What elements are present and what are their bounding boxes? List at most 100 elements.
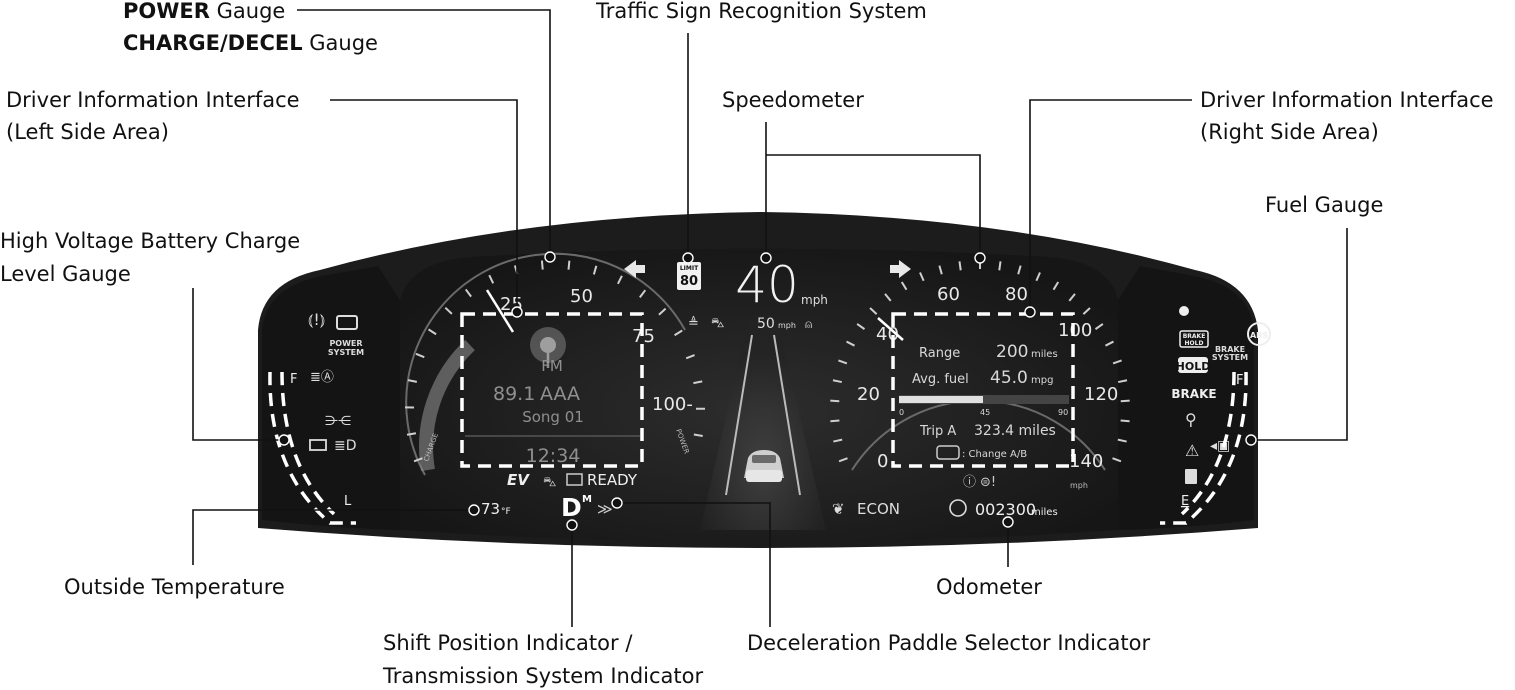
dial-tick [1112,457,1122,463]
audio-frequency: 89.1 [493,383,535,405]
callout-hv-battery-2: Level Gauge [0,262,131,286]
speedo-unit: mph [1070,481,1088,490]
change-ab-text: : Change A/B [962,449,1027,460]
dii-left-highlight [460,312,644,468]
callout-fuel-gauge: Fuel Gauge [1265,193,1383,217]
dial-tick [1120,419,1130,423]
dial-tick [856,323,866,330]
odometer-select-icon [949,499,967,517]
dial-tick [1120,399,1130,403]
callout-hv-battery-1: High Voltage Battery Charge [0,229,300,253]
passenger-airbag-icon: ⚠ [1185,441,1199,460]
brake-system-label-2: SYSTEM [1212,353,1248,362]
right-warning-indicators: BRAKE HOLD HOLD BRAKE SYSTEM ABS BRAKE ⚲… [1171,306,1271,484]
steering-assist-icon: ⛍ [543,475,556,490]
leader-power-gauge [297,9,551,257]
fuel-door-icon: ◂▣ [1210,438,1230,454]
left-turn-signal-icon [624,260,645,278]
audio-band: FM [541,357,563,375]
trip-value: 323.4 miles [974,423,1056,439]
dial-tick [693,380,703,385]
speed-limit-sign-icon [677,262,701,290]
audio-clock: 12:34 [526,445,581,467]
dial-tick [639,289,647,298]
speedo-label-120: 120 [1084,384,1118,405]
status-row: EV ⛍ READY [507,471,638,490]
dial-tick [540,260,544,270]
leader-fuel-gauge [1251,228,1348,441]
hold-label: HOLD [1176,360,1211,373]
brake-hold-label-1: BRAKE [1183,333,1206,340]
callout-odometer: Odometer [936,575,1042,599]
econ-label: ECON [857,500,900,518]
dial-tick [900,281,908,291]
check-engine-icon [336,315,358,330]
dial-tick [592,265,598,275]
dial-tick [1118,379,1128,384]
avg-fuel-bar-label-90: 90 [1058,408,1068,417]
speedometer-ticks [830,260,1130,463]
fuel-pump-icon [1185,469,1197,484]
lane-keep-icon: ≜ [688,315,699,331]
avg-fuel-bar-fill [899,396,983,403]
indicator-dot-icon [1179,306,1189,316]
dial-tick [407,379,418,383]
dial-tick [919,272,925,282]
abs-label: ABS [1250,331,1268,340]
set-speed-unit: mph [778,321,796,330]
callout-dii-right-2: (Right Side Area) [1200,120,1379,144]
bottom-right-status: ⓘ ⊜! ❦ ECON 002300 miles [832,475,1058,519]
fuel-e-label: E [1181,494,1189,509]
battery-small-icon [566,473,583,486]
steering-switch-icon [936,445,960,460]
leader-lines [192,9,1348,627]
cluster-housing [258,212,1258,548]
avg-fuel-bar-label-45: 45 [980,408,990,417]
callout-charge-decel: CHARGE/DECEL Gauge [123,31,378,55]
power-gauge-label-50: 50 [570,286,593,307]
callout-outside-temp: Outside Temperature [64,575,285,599]
hold-icon [1178,357,1208,373]
callout-decel-paddle: Deceleration Paddle Selector Indicator [747,631,1150,655]
dial-tick [464,288,472,298]
dial-tick [846,340,855,347]
high-beam-icon: ≣D [334,438,357,454]
dial-tick [1017,265,1022,275]
left-warning-indicators: ⦅!⦆ POWER SYSTEM ≣Ⓐ ⋺⋲ ≣D [308,310,364,454]
speedo-label-140: 140 [1069,451,1103,472]
dial-tick [427,328,437,336]
right-turn-signal-icon [890,260,911,278]
speed-unit: mph [801,293,828,307]
avg-fuel-bar-label-0: 0 [899,408,904,417]
speed-limit-value: 80 [680,274,698,289]
dial-tick [1094,323,1104,330]
dial-tick [658,307,667,316]
top-center-display: LIMIT 80 40 mph ≜ ⛍ 50 mph ⍝ [624,256,911,332]
dial-tick [1112,359,1122,365]
dii-left-content: FM 89.1 AAA Song 01 12:34 [465,327,640,467]
brake-hold-label-2: HOLD [1185,340,1204,347]
callout-dii-left-2: (Left Side Area) [6,120,169,144]
speedometer-needle [877,317,904,341]
battery-icon [309,439,327,451]
road-departure-icon: ⛍ [711,316,724,331]
dial-tick [838,359,848,365]
callout-speedometer: Speedometer [722,88,864,112]
dial-tick [830,399,840,403]
dial-tick [617,275,623,285]
dial-tick [406,432,417,436]
decel-chevron-icon: ≫ [597,500,613,518]
brake-system-label-1: BRAKE [1215,345,1245,354]
avg-fuel-value: 45.0 [990,368,1028,388]
car-icon [744,450,784,482]
dial-tick [413,457,423,463]
audio-station: AAA [540,383,580,405]
hv-battery-l-label: L [344,494,352,509]
hv-battery-gauge: F L [268,371,356,525]
econ-leaf-icon: ❦ [832,500,845,518]
outside-temperature: 73 °F [481,500,511,518]
callout-shift-1: Shift Position Indicator / [383,631,633,655]
dial-tick [838,457,848,463]
dial-tick [884,293,892,302]
